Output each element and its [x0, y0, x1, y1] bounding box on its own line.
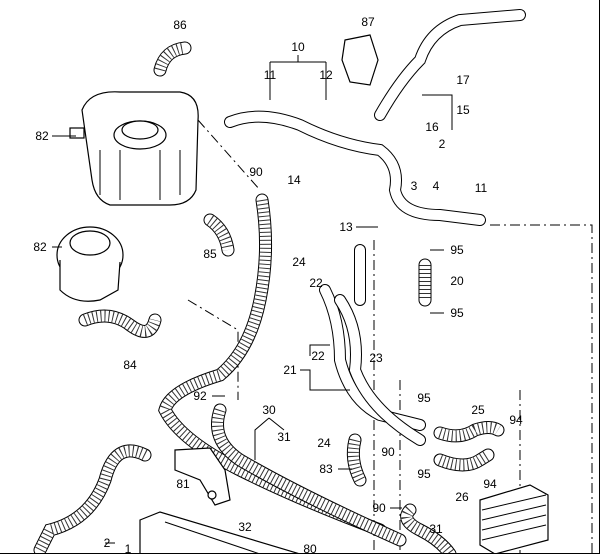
callout-label: 90	[381, 445, 395, 459]
callout-label: 92	[193, 389, 207, 403]
metal-pipes	[224, 9, 526, 446]
callout-label: 11	[264, 68, 277, 82]
callout-label: 3	[411, 179, 418, 193]
callout-label: 15	[456, 103, 470, 117]
callout-label: 10	[291, 40, 305, 54]
callout-label: 94	[483, 477, 497, 491]
rubber-hoses	[33, 41, 505, 553]
callout-label: 32	[238, 520, 252, 534]
callout-label: 1	[125, 542, 132, 554]
callout-label: 90	[249, 165, 263, 179]
callout-label: 22	[311, 349, 325, 363]
callout-label: 80	[303, 542, 317, 554]
callout-label: 13	[339, 220, 353, 234]
callout-label: 2	[439, 137, 446, 151]
valve	[341, 34, 379, 86]
callout-label: 31	[277, 430, 291, 444]
radiator	[139, 511, 299, 553]
callout-label: 11	[475, 181, 488, 195]
callout-label: 82	[35, 129, 49, 143]
callout-label: 95	[450, 243, 464, 257]
oil-cooler	[479, 484, 549, 553]
callout-label: 25	[471, 403, 485, 417]
part-number-callouts: 86 87 10 11 12 17 15 16 82 2 90 14 3 4 1…	[33, 15, 523, 554]
leader-lines	[52, 55, 453, 544]
expansion-tank	[69, 91, 199, 206]
callout-label: 24	[317, 436, 331, 450]
callout-label: 4	[433, 179, 440, 193]
callout-label: 81	[176, 477, 190, 491]
callout-label: 86	[173, 18, 187, 32]
callout-label: 90	[372, 501, 386, 515]
callout-label: 94	[509, 413, 523, 427]
callout-label: 16	[425, 120, 439, 134]
callout-label: 22	[309, 276, 323, 290]
callout-label: 31	[429, 522, 443, 536]
callout-label: 95	[450, 306, 464, 320]
coolant-reservoir-cap	[56, 226, 124, 302]
thermostat-housing	[174, 447, 231, 506]
callout-label: 23	[369, 351, 383, 365]
callout-label: 2	[104, 536, 111, 550]
callout-label: 95	[417, 391, 431, 405]
callout-label: 30	[262, 403, 276, 417]
callout-label: 21	[283, 363, 297, 377]
callout-label: 17	[456, 73, 470, 87]
callout-label: 20	[450, 274, 464, 288]
callout-label: 26	[455, 490, 469, 504]
callout-label: 82	[33, 240, 47, 254]
callout-label: 24	[292, 255, 306, 269]
callout-label: 14	[287, 173, 301, 187]
callout-label: 95	[417, 467, 431, 481]
callout-label: 87	[361, 15, 375, 29]
callout-label: 84	[123, 358, 137, 372]
callout-label: 12	[319, 68, 333, 82]
callout-label: 83	[319, 462, 333, 476]
reference-lines	[187, 119, 593, 553]
callout-label: 85	[203, 247, 217, 261]
